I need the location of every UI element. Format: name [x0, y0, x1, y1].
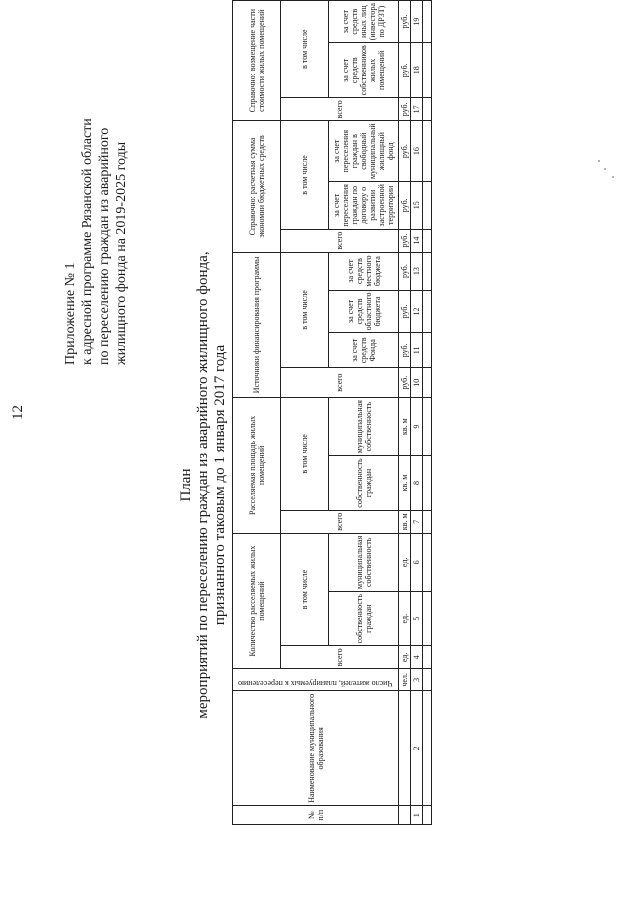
appendix-title: Приложение № 1 [63, 262, 78, 366]
unit-cell: руб. [398, 229, 411, 253]
header-municipal: муниципальная собственность [328, 533, 399, 592]
header-group-budget: Справочно: расчетная сумма экономии бюдж… [232, 120, 281, 253]
header-municipal: муниципальная собственность [328, 397, 399, 456]
header-including: в том числе [280, 397, 329, 511]
unit-cell: руб. [398, 42, 411, 98]
num-cell: 18 [410, 42, 423, 98]
unit-cell: руб. [398, 97, 411, 121]
num-cell: 7 [410, 510, 423, 534]
num-cell: 12 [410, 290, 423, 333]
unit-cell: чел. [398, 668, 411, 691]
header-excess-own: за счет средств собственников жилых поме… [328, 42, 399, 98]
num-cell: 13 [410, 252, 423, 291]
unit-cell: ед. [398, 591, 411, 646]
unit-cell: ед. [398, 645, 411, 669]
num-cell: 16 [410, 120, 423, 182]
header-including: в том числе [280, 533, 329, 646]
header-fund: за счет средств Фонда [328, 332, 399, 368]
unit-cell: руб. [398, 252, 411, 291]
num-cell: 4 [410, 645, 423, 669]
num-cell: 5 [410, 591, 423, 646]
header-group-area: Расселяемая площадь жилых помещений [232, 397, 281, 534]
plan-title: План мероприятий по переселению граждан … [178, 185, 229, 785]
appendix-header: Приложение № 1 к адресной программе Ряза… [62, 35, 130, 365]
num-cell: 15 [410, 181, 423, 230]
unit-cell: руб. [398, 120, 411, 182]
empty-row [422, 0, 432, 825]
header-total: всего [280, 229, 399, 253]
plan-subtitle: мероприятий по переселению граждан из ав… [195, 251, 211, 719]
plan-heading: План [178, 468, 194, 502]
num-cell: 10 [410, 367, 423, 398]
unit-cell: руб. [398, 367, 411, 398]
header-regional: за счет средств областного бюджета [328, 290, 399, 333]
header-including: в том числе [280, 0, 329, 98]
units-row: чел. ед. ед. ед. кв. м кв. м кв. м руб. … [398, 0, 411, 825]
appendix-line: жилищного фонда на 2019-2025 годы [114, 141, 129, 365]
scan-speck [598, 160, 600, 162]
header-total: всего [280, 367, 399, 398]
header-budget-free: за счет переселения граждан в свободный … [328, 120, 399, 182]
num-cell: 17 [410, 97, 423, 121]
unit-cell: кв. м [398, 510, 411, 534]
unit-cell: ед. [398, 533, 411, 592]
unit-cell: кв. м [398, 397, 411, 456]
header-local: за счет средств местного бюджета [328, 252, 399, 291]
num-cell: 11 [410, 332, 423, 368]
header-group-excess: Справочно: возмещение части стоимости жи… [232, 0, 281, 121]
header-group-count: Количество расселяемых жилых помещений [232, 533, 281, 669]
resettlement-table: № п/п Наименование муниципального образо… [232, 0, 432, 825]
header-num: № п/п [232, 805, 399, 825]
num-cell: 6 [410, 533, 423, 592]
num-cell: 8 [410, 455, 423, 511]
header-including: в том числе [280, 120, 329, 230]
unit-cell: руб. [398, 290, 411, 333]
unit-cell: руб. [398, 181, 411, 230]
num-cell: 1 [410, 805, 423, 825]
num-cell: 2 [410, 690, 423, 806]
appendix-line: к адресной программе Рязанской области [80, 118, 95, 365]
header-municipality: Наименование муниципального образования [232, 690, 399, 806]
unit-cell: руб. [398, 332, 411, 368]
header-total: всего [280, 97, 399, 121]
scan-speck [612, 176, 614, 178]
header-total: всего [280, 510, 399, 534]
header-including: в том числе [280, 252, 329, 368]
num-cell: 19 [410, 0, 423, 43]
header-residents: Число жителей, планируемых к переселению [232, 668, 399, 691]
header-group-sources: Источники финансирования программы [232, 252, 281, 398]
num-cell: 9 [410, 397, 423, 456]
num-cell: 14 [410, 229, 423, 253]
header-owner-citizens: собственность граждан [328, 455, 399, 511]
header-owner-citizens: собственность граждан [328, 591, 399, 646]
appendix-line: по переселению граждан из аварийного [97, 127, 112, 365]
unit-cell: руб. [398, 0, 411, 43]
numbers-row: 1 2 3 4 5 6 7 8 9 10 11 12 13 14 15 16 1… [410, 0, 423, 825]
unit-cell: кв. м [398, 455, 411, 511]
header-total: всего [280, 645, 399, 669]
header-budget-dev: за счет переселения граждан по договору … [328, 181, 399, 230]
num-cell: 3 [410, 668, 423, 691]
scan-speck [604, 168, 606, 170]
plan-subtitle: признанного таковым до 1 января 2017 год… [212, 344, 228, 626]
header-excess-other: за счет средств иных лиц (инвестора по Д… [328, 0, 399, 43]
